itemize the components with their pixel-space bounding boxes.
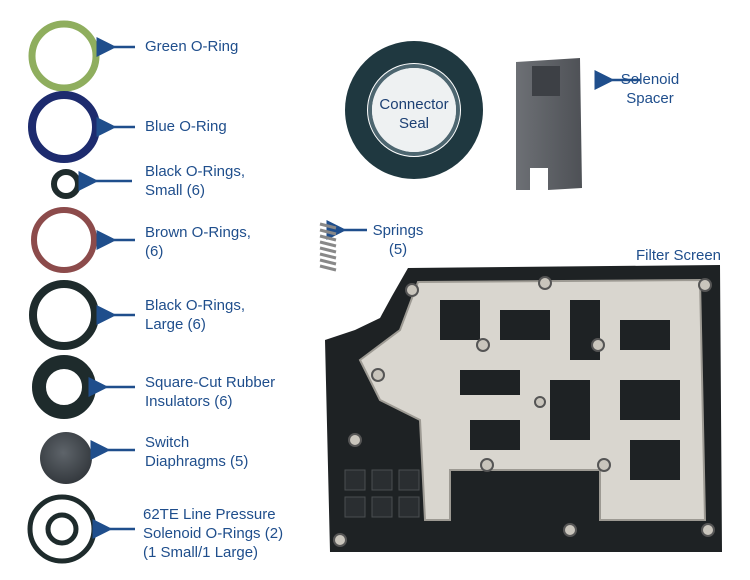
label-line: Large (6) (145, 316, 206, 333)
arrows (78, 37, 640, 539)
black-o-ring-large (29, 280, 99, 350)
label-line: (1 Small/1 Large) (143, 544, 259, 561)
line-pressure-o-ring-small (45, 512, 79, 546)
label-line: (6) (145, 243, 164, 260)
spring (319, 222, 337, 272)
label-line: Seal (398, 115, 430, 132)
line-pressure-o-ring-large (27, 494, 97, 564)
black-o-ring-small (51, 169, 81, 199)
label-line: Black O-Rings, (145, 163, 246, 180)
switch-diaphragm (40, 432, 92, 484)
label-line: 62TE Line Pressure (143, 506, 276, 523)
brown-o-ring (31, 207, 97, 273)
label-springs: Springs (5) (366, 221, 430, 259)
blue-o-ring (28, 91, 100, 163)
label-line: Solenoid (620, 71, 680, 88)
label-line: Spacer (626, 90, 674, 107)
label-line: Blue O-Ring (145, 118, 227, 135)
label-line: Connector (379, 96, 449, 113)
label-black-o-rings-large: Black O-Rings, Large (6) (145, 296, 245, 334)
label-line: Green O-Ring (145, 38, 239, 55)
label-brown-o-rings: Brown O-Rings, (6) (145, 223, 251, 261)
label-filter-screen: Filter Screen (636, 247, 722, 264)
square-cut-insulator (32, 355, 96, 419)
label-line: Small (6) (145, 182, 206, 199)
label-black-o-rings-small: Black O-Rings, Small (6) (145, 162, 245, 200)
label-green-o-ring: Green O-Ring (145, 37, 238, 56)
label-line: Switch (145, 434, 190, 451)
label-line: Diaphragms (5) (145, 453, 249, 470)
label-line: Square-Cut Rubber (145, 374, 276, 391)
connector-seal (345, 41, 483, 179)
label-line: Brown O-Rings, (145, 224, 251, 241)
label-line: (5) (388, 241, 408, 258)
label-line: Springs (372, 222, 424, 239)
label-line: Solenoid O-Rings (2) (143, 525, 284, 542)
filter-screen (325, 265, 722, 552)
label-blue-o-ring: Blue O-Ring (145, 117, 227, 136)
green-o-ring (28, 20, 100, 92)
label-line: Black O-Rings, (145, 297, 246, 314)
label-line: Insulators (6) (145, 393, 233, 410)
